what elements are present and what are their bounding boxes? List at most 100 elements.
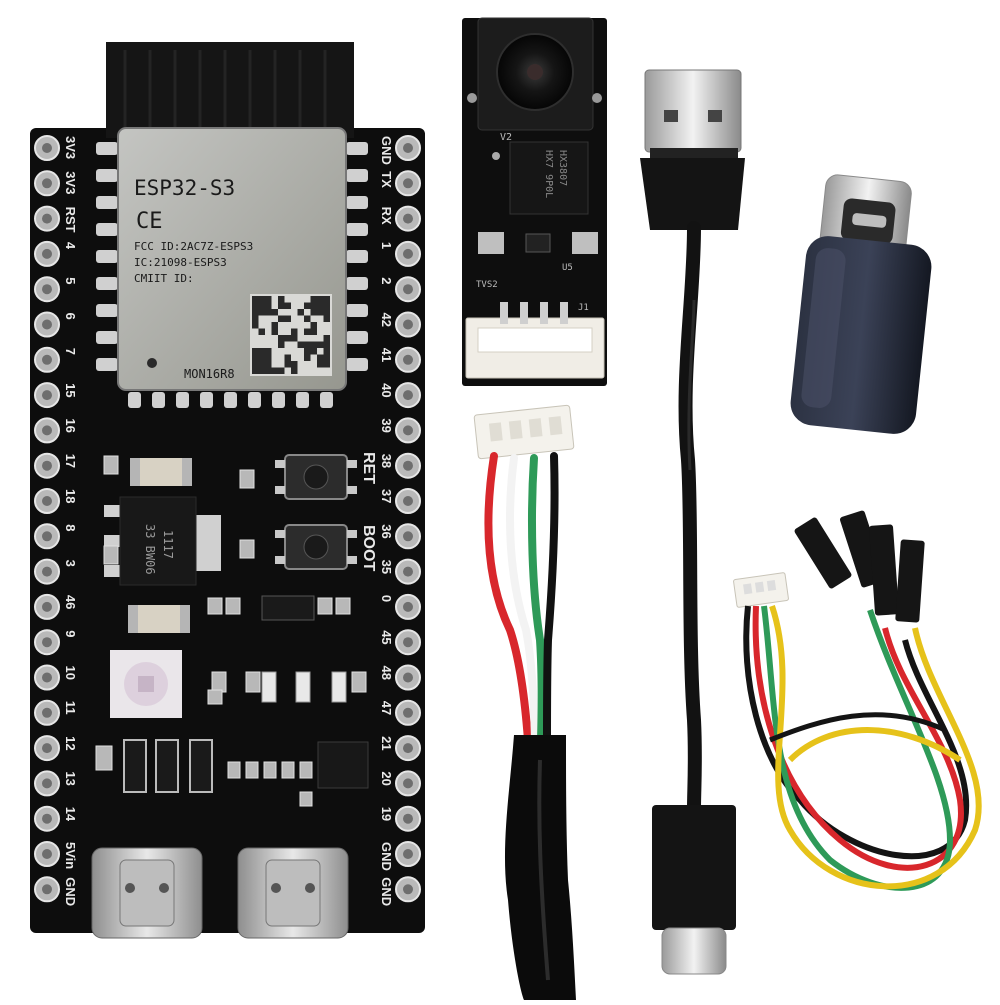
header-pin-left (34, 664, 60, 691)
esp32-board: ESP32-S3 CE FCC ID:2AC7Z-ESPS3 IC:21098-… (30, 42, 425, 939)
jumper-wire-yellow (769, 605, 982, 890)
pin-label-left: 10 (63, 666, 78, 680)
reset-label: RET (360, 452, 377, 484)
wire-white (506, 454, 539, 744)
pin-label-right: GND (379, 136, 394, 165)
header-pin-left (34, 417, 60, 444)
dupont-jumper-cable (733, 510, 982, 891)
pin-label-left: 3 (63, 560, 78, 567)
module-pads (96, 142, 368, 408)
header-pin-right (395, 135, 421, 161)
pin-label-left: 3V3 (63, 136, 78, 159)
usb-c-plug (652, 805, 736, 975)
boot-label: BOOT (360, 525, 377, 571)
header-pin-left (34, 452, 60, 479)
pin-label-left: 5 (63, 277, 78, 284)
dupont-housings (794, 510, 925, 623)
antenna-area (106, 42, 354, 138)
ce-mark: CE (136, 209, 163, 234)
usb-a-to-c-cable (640, 69, 745, 975)
svg-text:HX3807: HX3807 (557, 150, 568, 186)
pin-label-left: 6 (63, 313, 78, 320)
header-pin-left (34, 770, 60, 797)
header-pin-left (34, 558, 60, 585)
header-pin-left (34, 593, 60, 620)
header-pin-right (395, 593, 421, 620)
pin-label-left: 8 (63, 524, 78, 531)
wire-red (484, 452, 532, 744)
jumper-wire-black (743, 605, 970, 860)
header-pin-right (395, 735, 421, 762)
header-pin-right (395, 276, 421, 303)
pin-label-right: 48 (379, 666, 394, 680)
header-pin-right (395, 346, 421, 373)
pin-label-right: 35 (379, 560, 394, 574)
module-model: ESP32-S3 (134, 176, 235, 200)
pin-label-right: 47 (379, 701, 394, 715)
usb-c-port-right (237, 847, 349, 939)
label-j1: J1 (578, 303, 589, 313)
svg-text:HX7 9P0L: HX7 9P0L (543, 150, 554, 198)
pin-label-right: 41 (379, 348, 394, 362)
header-pin-right (395, 240, 421, 267)
usb-ic (317, 741, 369, 789)
label-tvs2: TVS2 (476, 280, 498, 290)
pin-label-right: 45 (379, 630, 394, 644)
header-pin-left (34, 876, 60, 903)
qr-code (250, 294, 332, 376)
pin-label-right: 20 (379, 771, 394, 785)
ic-id: IC:21098-ESPS3 (134, 256, 227, 269)
header-pin-left (34, 488, 60, 514)
boot-button[interactable] (275, 524, 357, 570)
header-pin-right (395, 452, 421, 479)
header-pin-left (34, 805, 60, 832)
pin-label-right: TX (379, 171, 394, 188)
header-pin-right (395, 488, 421, 514)
right-pin-labels: GNDTXRX1242414039383736350454847212019GN… (379, 136, 394, 906)
pin-label-right: 0 (379, 595, 394, 602)
wire-black (543, 452, 559, 744)
voltage-regulator: 1117 33 BW06 (104, 496, 221, 586)
pin-label-right: 40 (379, 383, 394, 397)
reset-button[interactable] (275, 454, 357, 500)
svg-text:1117: 1117 (161, 530, 175, 559)
pin-label-left: 4 (63, 242, 78, 250)
pin-label-left: 13 (63, 771, 78, 785)
cable-plug (473, 404, 575, 460)
header-pin-right (395, 523, 421, 550)
pin-label-left: 46 (63, 595, 78, 609)
pin-label-left: GND (63, 877, 78, 906)
usb-c-port-left (91, 847, 203, 939)
header-pin-right (395, 770, 421, 797)
pin-label-left: RST (63, 207, 78, 233)
pin-label-right: 1 (379, 242, 394, 249)
pin-label-right: 21 (379, 736, 394, 750)
header-pin-right (395, 205, 421, 232)
antenna-traces (123, 50, 327, 128)
pin-label-left: 15 (63, 383, 78, 397)
pin1-dot (147, 358, 157, 368)
header-pin-left (34, 276, 60, 303)
pin-label-left: 9 (63, 630, 78, 637)
header-pin-left (34, 240, 60, 267)
pin-label-right: RX (379, 207, 394, 225)
pin-label-left: 12 (63, 736, 78, 750)
header-pin-right (395, 699, 421, 726)
header-pin-left (34, 841, 60, 867)
header-pin-right (395, 170, 421, 197)
usb-a-plug (640, 69, 745, 230)
header-pin-left (34, 699, 60, 726)
header-pin-left (34, 629, 60, 656)
camera-cable (473, 404, 576, 1000)
jst-plug-small (733, 572, 789, 608)
pin-label-left: 14 (63, 807, 78, 822)
pin-label-left: 18 (63, 489, 78, 503)
camera-connector (465, 302, 605, 379)
module-code: MON16R8 (184, 367, 235, 381)
label-u5: U5 (562, 263, 573, 273)
pin-label-right: 36 (379, 524, 394, 538)
header-pin-left (34, 205, 60, 232)
header-pin-left (34, 346, 60, 373)
pin-label-left: 5Vin (63, 842, 78, 869)
pin-label-left: 17 (63, 454, 78, 468)
